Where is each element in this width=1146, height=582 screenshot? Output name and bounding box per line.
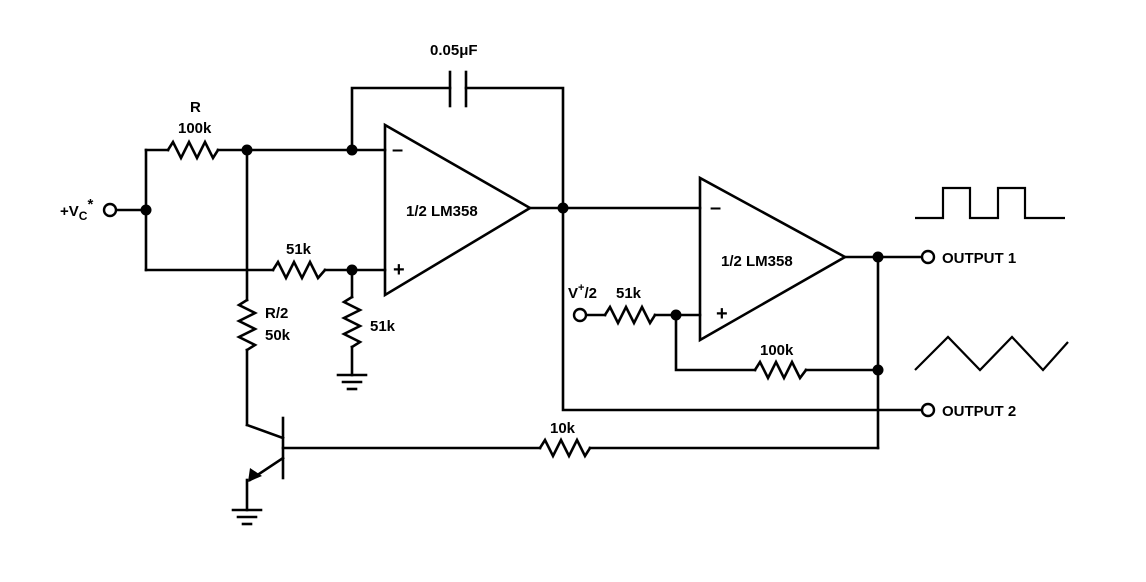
- label-r10k: 10k: [550, 420, 576, 437]
- capacitor-005uf: [448, 70, 468, 108]
- label-r51-ground: 51k: [370, 318, 396, 335]
- wire-cap-left: [350, 86, 452, 152]
- junction-dot: [670, 309, 682, 321]
- label-r-value: 100k: [178, 120, 212, 137]
- resistor-r2-50k: [236, 298, 258, 352]
- terminal-vc: [102, 202, 118, 218]
- ground-51k: [336, 373, 368, 391]
- resistor-100k-feedback: [753, 359, 808, 381]
- resistor-51k-series: [271, 259, 327, 281]
- label-capacitor: 0.05μF: [430, 42, 478, 59]
- npn-transistor: [245, 416, 285, 512]
- opamp1-minus: –: [392, 139, 403, 161]
- opamp-2: [698, 175, 848, 343]
- wire-cap-right: [464, 86, 565, 210]
- label-r-name: R: [190, 99, 201, 116]
- label-output2: OUTPUT 2: [942, 403, 1016, 420]
- label-opamp1: 1/2 LM358: [406, 203, 478, 220]
- resistor-51k-ground: [341, 295, 363, 349]
- junction-dot: [557, 202, 569, 214]
- junction-dot: [346, 264, 358, 276]
- label-opamp2: 1/2 LM358: [721, 253, 793, 270]
- label-vplus: V+/2: [568, 282, 597, 302]
- label-output1: OUTPUT 1: [942, 250, 1016, 267]
- junction-dot: [241, 144, 253, 156]
- ground-transistor: [231, 508, 263, 526]
- wire-fb-down: [674, 313, 757, 372]
- transistor-collector: [245, 423, 285, 440]
- opamp2-minus: –: [710, 197, 721, 219]
- resistor-r-100k: [166, 139, 220, 161]
- label-r51-series: 51k: [286, 241, 312, 258]
- junction-dot: [140, 204, 152, 216]
- label-r51-vplus: 51k: [616, 285, 642, 302]
- opamp-1: [383, 122, 533, 298]
- junction-dot: [346, 144, 358, 156]
- resistor-51k-vplus: [603, 304, 657, 326]
- label-r2-name: R/2: [265, 305, 288, 322]
- label-r100k-feedback: 100k: [760, 342, 794, 359]
- emitter-arrow: [248, 468, 262, 482]
- square-wave-icon: [915, 186, 1065, 220]
- opamp2-plus: +: [716, 303, 728, 325]
- terminal-output2: [920, 402, 936, 418]
- triangle-wave-icon: [914, 335, 1069, 372]
- resistor-10k-base: [538, 437, 592, 459]
- label-vc: +VC*: [60, 196, 93, 223]
- opamp1-plus: +: [393, 259, 405, 281]
- terminal-vplus: [572, 307, 588, 323]
- terminal-output1: [920, 249, 936, 265]
- junction-dot: [872, 251, 884, 263]
- junction-dot: [872, 364, 884, 376]
- wire-output2: [561, 206, 924, 412]
- label-r2-value: 50k: [265, 327, 291, 344]
